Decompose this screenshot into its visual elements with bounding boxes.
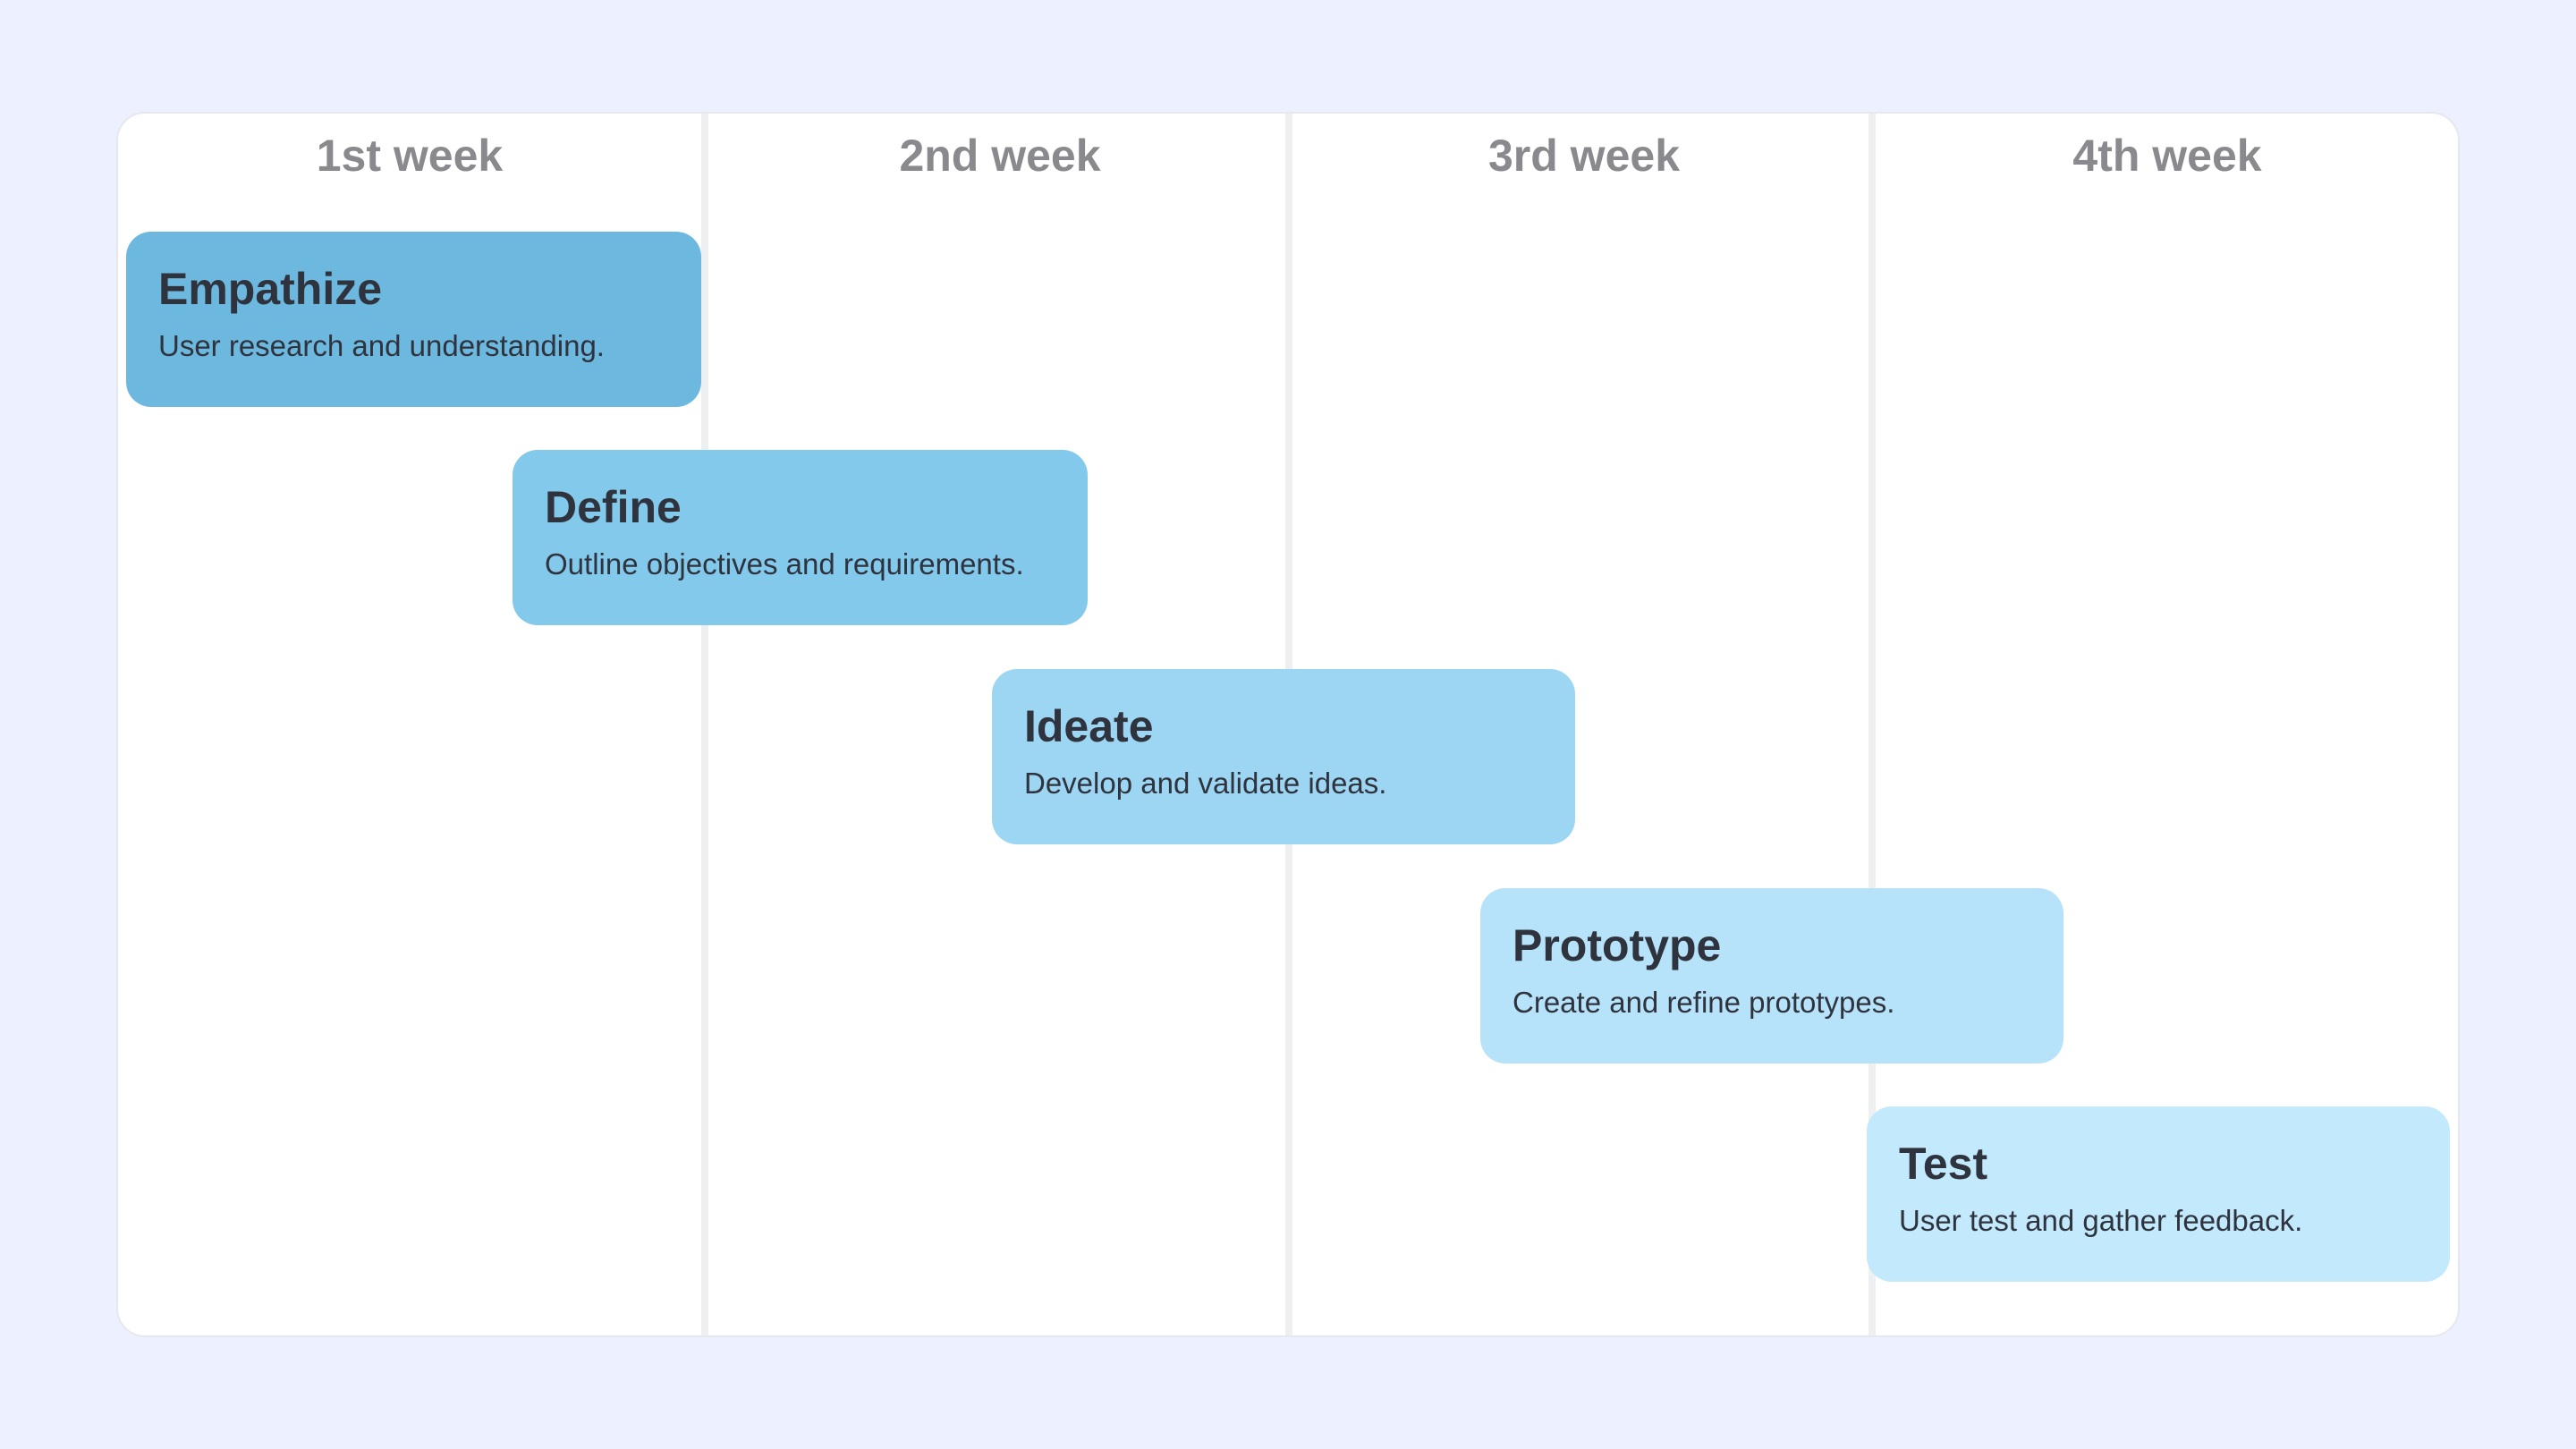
- phase-title: Test: [1899, 1139, 1988, 1189]
- week-header-2: 2nd week: [899, 131, 1101, 181]
- phase-description: Develop and validate ideas.: [1024, 767, 1387, 800]
- phase-card-ideate[interactable]: Ideate Develop and validate ideas.: [992, 669, 1575, 844]
- phase-description: Create and refine prototypes.: [1513, 986, 1895, 1019]
- phase-title: Ideate: [1024, 701, 1154, 751]
- phase-title: Define: [545, 482, 682, 532]
- phase-card-test[interactable]: Test User test and gather feedback.: [1867, 1106, 2450, 1282]
- phase-card-prototype[interactable]: Prototype Create and refine prototypes.: [1480, 888, 2063, 1063]
- phase-description: Outline objectives and requirements.: [545, 547, 1024, 580]
- phase-card-define[interactable]: Define Outline objectives and requiremen…: [513, 450, 1088, 625]
- phase-description: User research and understanding.: [158, 329, 605, 362]
- week-divider: [1868, 114, 1876, 1335]
- week-header-1: 1st week: [316, 131, 504, 181]
- phase-title: Empathize: [158, 264, 383, 314]
- phase-title: Prototype: [1513, 920, 1722, 970]
- phase-card-empathize[interactable]: Empathize User research and understandin…: [126, 232, 701, 407]
- phase-description: User test and gather feedback.: [1899, 1204, 2303, 1237]
- week-header-3: 3rd week: [1487, 131, 1680, 181]
- week-header-4: 4th week: [2072, 131, 2262, 181]
- timeline-board: 1st week 2nd week 3rd week 4th week Empa…: [118, 114, 2458, 1335]
- week-divider: [701, 114, 708, 1335]
